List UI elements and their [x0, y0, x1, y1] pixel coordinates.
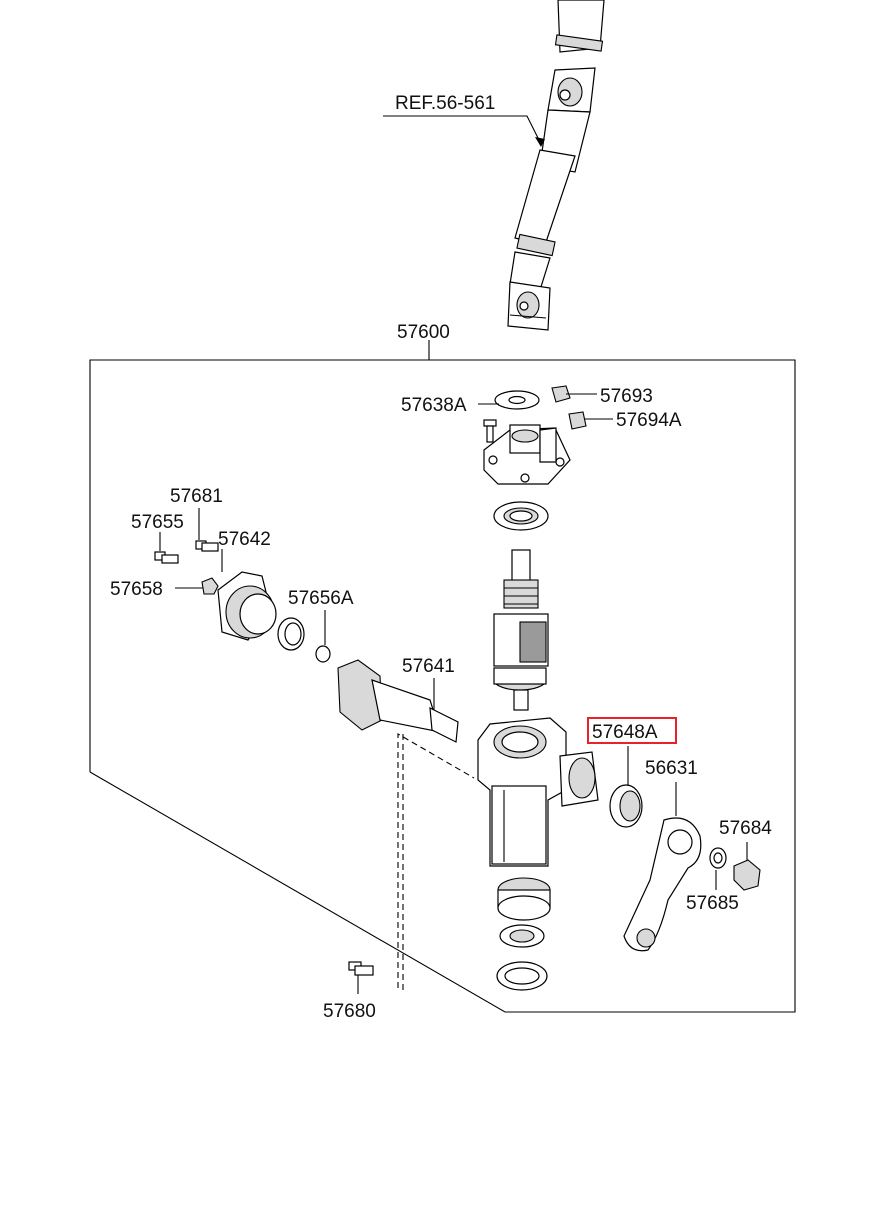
upper-seal: [493, 501, 549, 531]
part-57648A-seal: [609, 746, 643, 828]
highlight-box-57648A: [587, 717, 677, 744]
cover-bolt: [483, 419, 497, 443]
part-57684-nut: [733, 842, 761, 891]
reference-label: REF.56-561: [395, 93, 495, 114]
label-57658[interactable]: 57658: [110, 579, 163, 600]
valve-cover-housing: [483, 424, 571, 485]
lower-bearing-race: [497, 877, 551, 921]
part-56631-pitman-arm: [623, 782, 702, 952]
part-57693-plug: [551, 385, 597, 403]
label-57641[interactable]: 57641: [402, 656, 455, 677]
label-57638A[interactable]: 57638A: [401, 395, 467, 416]
assembly-frame: 57600: [89, 322, 796, 1013]
part-57638A-washer: [494, 390, 540, 410]
part-57656A-seal: [277, 610, 331, 663]
part-57685-washer: [709, 847, 727, 890]
label-57684[interactable]: 57684: [719, 818, 772, 839]
label-56631[interactable]: 56631: [645, 758, 698, 779]
part-57655-bolt: [154, 532, 179, 564]
part-57681-bolt: [195, 508, 219, 552]
part-57680-bolt: [348, 961, 374, 994]
label-57693[interactable]: 57693: [600, 386, 653, 407]
label-57681[interactable]: 57681: [170, 486, 223, 507]
part-57658-nut: [175, 577, 219, 595]
label-57685[interactable]: 57685: [686, 893, 739, 914]
label-57656A[interactable]: 57656A: [288, 588, 354, 609]
label-57648A[interactable]: 57648A: [592, 722, 658, 743]
label-57655[interactable]: 57655: [131, 512, 184, 533]
valve-rotor-assembly: [493, 549, 549, 711]
label-57694A[interactable]: 57694A: [616, 410, 682, 431]
part-57694A-plug: [568, 411, 613, 430]
steering-column-shaft: [507, 0, 605, 331]
label-57680[interactable]: 57680: [323, 1001, 376, 1022]
part-57642-side-cover: [217, 549, 277, 641]
part-57641-sector-shaft: [337, 659, 459, 743]
label-57642[interactable]: 57642: [218, 529, 271, 550]
reference-callout: REF.56-561: [383, 93, 545, 147]
gear-housing: [477, 717, 599, 867]
assembly-label: 57600: [397, 322, 450, 343]
lower-lock-nut: [496, 961, 548, 991]
lower-bearing: [499, 924, 545, 948]
